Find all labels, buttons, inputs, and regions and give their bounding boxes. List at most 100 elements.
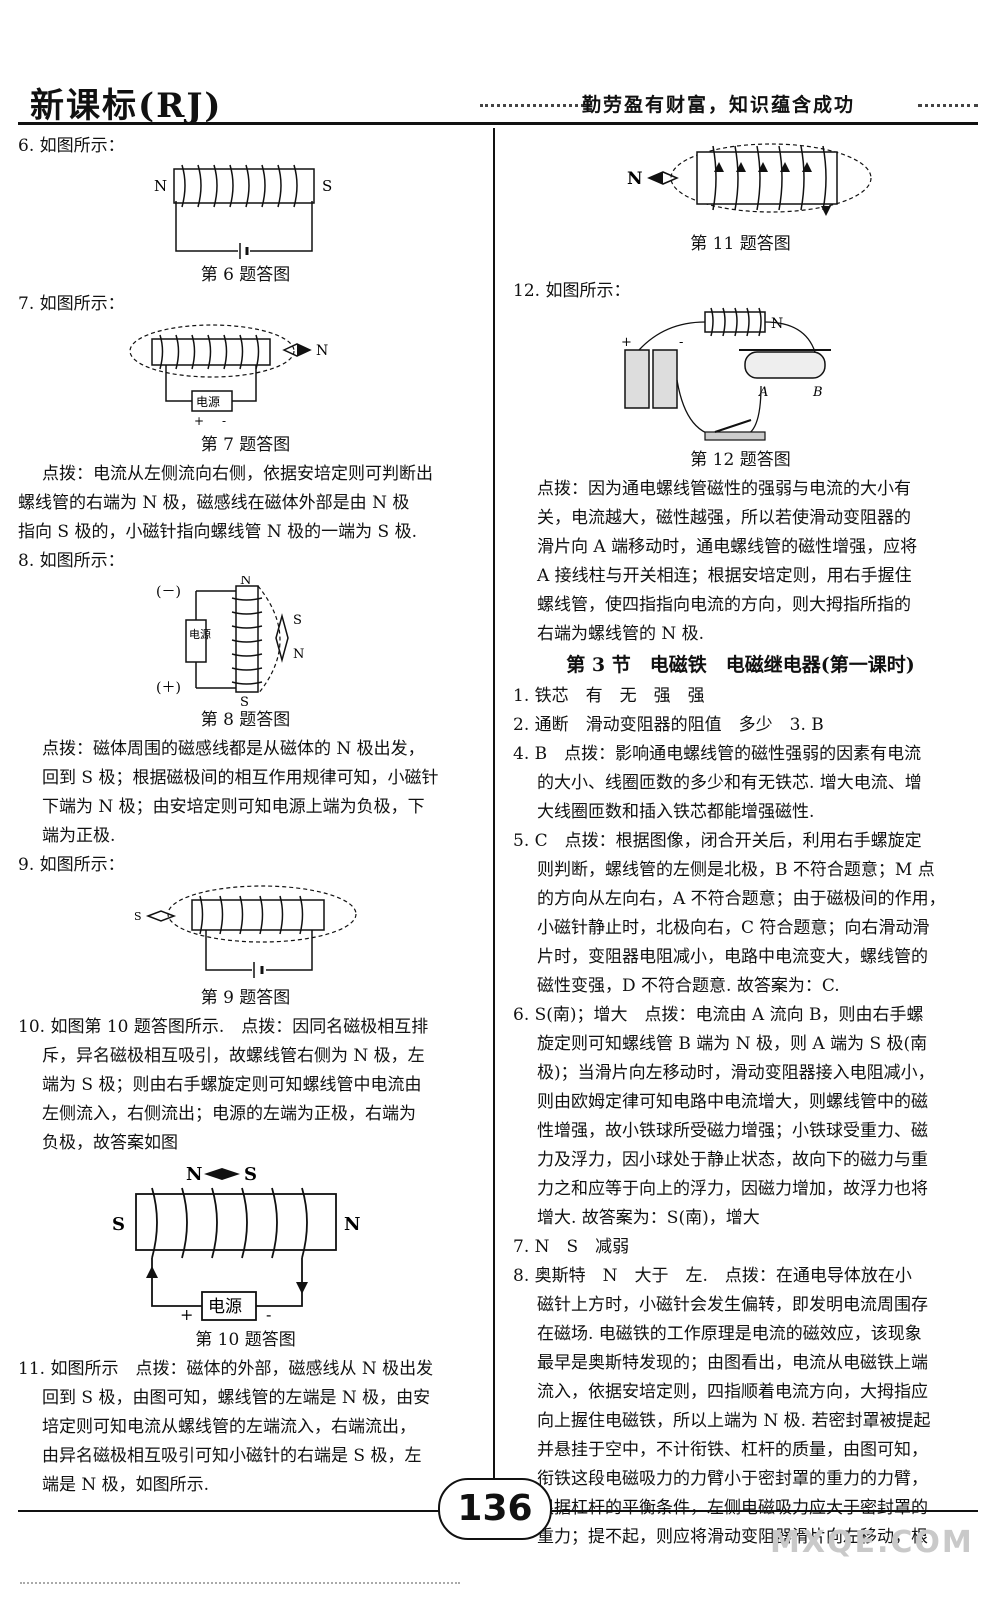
q8-needle-n: N xyxy=(293,647,304,662)
q11-solenoid-figure: N xyxy=(627,143,872,216)
q9-heading: 9. 如图所示： xyxy=(18,855,125,875)
q8-heading: 8. 如图所示： xyxy=(18,551,125,571)
answer-line: 并悬挂于空中，不计衔铁、杠杆的质量，由图可知， xyxy=(537,1440,928,1460)
q8-needle-s: S xyxy=(293,613,302,628)
q11-text-line: 由异名磁极相互吸引可知小磁针的右端是 S 极，左 xyxy=(42,1446,422,1466)
header-rule xyxy=(18,122,978,125)
answer-line: 最早是奥斯特发现的；由图看出，电流从电磁铁上端 xyxy=(537,1353,928,1373)
q12-circuit-figure: N + - A B xyxy=(621,307,831,441)
header-slogan: 勤劳盈有财富，知识蕴含成功 xyxy=(582,94,856,116)
q8-tip-line: 下端为 N 极；由安培定则可知电源上端为负极，下 xyxy=(42,797,425,817)
q7-tip-line: 点拨：电流从左侧流向右侧，依据安培定则可判断出 xyxy=(42,464,433,484)
q7-solenoid-figure: N 电源 + - xyxy=(128,324,328,428)
q6-solenoid-figure: N S xyxy=(154,164,332,259)
q10-text-line: 左侧流入，右侧流出；电源的左端为正极，右端为 xyxy=(42,1104,416,1124)
q10-text-line: 10. 如图第 10 题答图所示. 点拨：因同名磁极相互排 xyxy=(18,1017,429,1037)
watermark: MXQE.COM xyxy=(770,1525,974,1560)
page-header: 新课标(RJ) 勤劳盈有财富，知识蕴含成功 xyxy=(0,0,996,126)
q10-s-end: S xyxy=(112,1214,125,1235)
answer-line: 8. 奥斯特 N 大于 左. 点拨：在通电导体放在小 xyxy=(513,1266,912,1286)
q11-caption: 第 11 题答图 xyxy=(690,234,791,254)
left-column: 6. 如图所示： N S 第 6 题答图 7. 如图所示： N 电源 + - 第… xyxy=(18,132,473,1500)
q8-tip-line: 点拨：磁体周围的磁感线都是从磁体的 N 极出发， xyxy=(42,739,425,759)
q10-needle-n: N xyxy=(186,1164,202,1185)
q9-solenoid-figure: S xyxy=(134,885,357,978)
answer-line: 衔铁这段电磁吸力的力臂小于密封罩的重力的力臂， xyxy=(537,1469,928,1489)
q7-power-label: 电源 xyxy=(196,395,220,409)
book-title: 新课标(RJ) xyxy=(30,86,223,126)
answer-line: 在磁场. 电磁铁的工作原理是电流的磁效应，该现象 xyxy=(537,1324,922,1344)
header-dots-left xyxy=(480,104,590,107)
q11-text-line: 11. 如图所示 点拨：磁体的外部，磁感线从 N 极出发 xyxy=(18,1359,434,1379)
q10-needle-s: S xyxy=(244,1164,257,1185)
q11-text-line: 回到 S 极，由图可知，螺线管的左端是 N 极，由安 xyxy=(42,1388,431,1408)
q12-tip-line: 滑片向 A 端移动时，通电螺线管的磁性增强，应将 xyxy=(537,537,918,557)
answer-line: 2. 通断 滑动变阻器的阻值 多少 3. B xyxy=(513,715,824,735)
q6-heading: 6. 如图所示： xyxy=(18,136,125,156)
q7-tip-line: 螺线管的右端为 N 极，磁感线在磁体外部是由 N 极 xyxy=(18,493,410,513)
q10-text-line: 负极，故答案如图 xyxy=(42,1133,178,1153)
q7-minus: - xyxy=(222,414,226,428)
page-number: 136 xyxy=(438,1478,552,1540)
q8-s-label: S xyxy=(240,695,249,706)
q12-caption: 第 12 题答图 xyxy=(690,450,791,470)
footer-dots xyxy=(20,1582,460,1584)
q12-heading: 12. 如图所示： xyxy=(513,281,631,301)
q7-n-label: N xyxy=(316,343,328,359)
q12-plus: + xyxy=(621,335,632,350)
q10-text-line: 端为 S 极；则由右手螺旋定则可知螺线管中电流由 xyxy=(42,1075,422,1095)
q12-tip-line: 关，电流越大，磁性越强，所以若使滑动变阻器的 xyxy=(537,508,911,528)
q10-text-line: 斥，异名磁极相互吸引，故螺线管右侧为 N 极，左 xyxy=(42,1046,425,1066)
q8-power-label: 电源 xyxy=(189,627,211,641)
q6-n-label: N xyxy=(154,177,167,195)
q7-plus: + xyxy=(194,414,204,428)
answer-line: 磁针上方时，小磁针会发生偏转，即发明电流周围存 xyxy=(537,1295,928,1315)
q8-tip-line: 回到 S 极；根据磁极间的相互作用规律可知，小磁针 xyxy=(42,768,439,788)
q8-minus-label: (－) xyxy=(156,584,181,600)
answer-line: 1. 铁芯 有 无 强 强 xyxy=(513,686,705,706)
answer-line: 片时，变阻器电阻减小，电路中电流变大，螺线管的 xyxy=(537,947,928,967)
answer-line: 重力；提不起，则应将滑动变阻器滑片向左移动，根 xyxy=(537,1527,928,1547)
q9-caption: 第 9 题答图 xyxy=(200,988,291,1008)
right-column: N 第 11 题答图 12. 如图所示： N + - A B 第 12 题答图 … xyxy=(513,132,968,1552)
q6-s-label: S xyxy=(322,177,332,195)
answer-line: 增大. 故答案为：S(南)，增大 xyxy=(537,1208,760,1228)
q8-plus-label: (＋) xyxy=(156,680,181,696)
answer-line: 旋定则可知螺线管 B 端为 N 极，则 A 端为 S 极(南 xyxy=(537,1034,928,1054)
q11-text-line: 培定则可知电流从螺线管的左端流入，右端流出， xyxy=(42,1417,416,1437)
answer-line: 则由欧姆定律可知电路中电流增大，则螺线管中的磁 xyxy=(537,1092,928,1112)
q8-solenoid-figure: (－) (＋) 电源 N S S N xyxy=(156,576,304,706)
section-title: 第 3 节 电磁铁 电磁继电器(第一课时) xyxy=(566,654,915,676)
answer-line: 力之和应等于向上的浮力，因磁力增加，故浮力也将 xyxy=(537,1179,928,1199)
answer-line: 向上握住电磁铁，所以上端为 N 极. 若密封罩被提起 xyxy=(537,1411,931,1431)
q10-caption: 第 10 题答图 xyxy=(195,1330,296,1350)
q9-s-label: S xyxy=(134,910,142,923)
answer-line: 4. B 点拨：影响通电螺线管的磁性强弱的因素有电流 xyxy=(513,744,922,764)
q11-text-line: 端是 N 极，如图所示. xyxy=(42,1475,210,1495)
answer-line: 6. S(南)；增大 点拨：电流由 A 流向 B，则由右手螺 xyxy=(513,1005,924,1025)
answer-line: 极)；当滑片向左移动时，滑动变阻器接入电阻减小， xyxy=(537,1063,935,1083)
q7-heading: 7. 如图所示： xyxy=(18,294,125,314)
answer-line: 性增强，故小铁球所受磁力增强；小铁球受重力、磁 xyxy=(537,1121,928,1141)
answer-line: 则判断，螺线管的左侧是北极，B 不符合题意；M 点 xyxy=(537,860,935,880)
answer-line: 小磁针静止时，北极向右，C 符合题意；向右滑动滑 xyxy=(537,918,930,938)
q6-caption: 第 6 题答图 xyxy=(200,265,291,285)
answer-line: 的方向从左向右，A 不符合题意；由于磁极间的作用， xyxy=(537,889,946,909)
q10-minus: - xyxy=(266,1305,271,1324)
q12-n-label: N xyxy=(771,316,783,332)
q11-n-label: N xyxy=(627,169,643,189)
q12-a-label: A xyxy=(758,385,768,400)
q8-tip-line: 端为正极. xyxy=(42,826,116,846)
q10-n-end: N xyxy=(344,1214,360,1235)
q10-solenoid-figure: N S S N 电源 + - xyxy=(112,1164,360,1324)
answer-line: 根据杠杆的平衡条件，左侧电磁吸力应大于密封罩的 xyxy=(537,1498,928,1518)
answer-line: 力及浮力，因小球处于静止状态，故向下的磁力与重 xyxy=(537,1150,928,1170)
header-dots-right xyxy=(918,104,978,107)
answer-line: 的大小、线圈匝数的多少和有无铁芯. 增大电流、增 xyxy=(537,773,922,793)
q12-tip-line: A 接线柱与开关相连；根据安培定则，用右手握住 xyxy=(537,566,912,586)
q12-minus: - xyxy=(679,335,683,350)
q10-plus: + xyxy=(180,1305,193,1324)
q10-power-label: 电源 xyxy=(208,1297,242,1317)
answer-line: 大线圈匝数和插入铁芯都能增强磁性. xyxy=(537,802,815,822)
column-divider xyxy=(493,128,495,1508)
